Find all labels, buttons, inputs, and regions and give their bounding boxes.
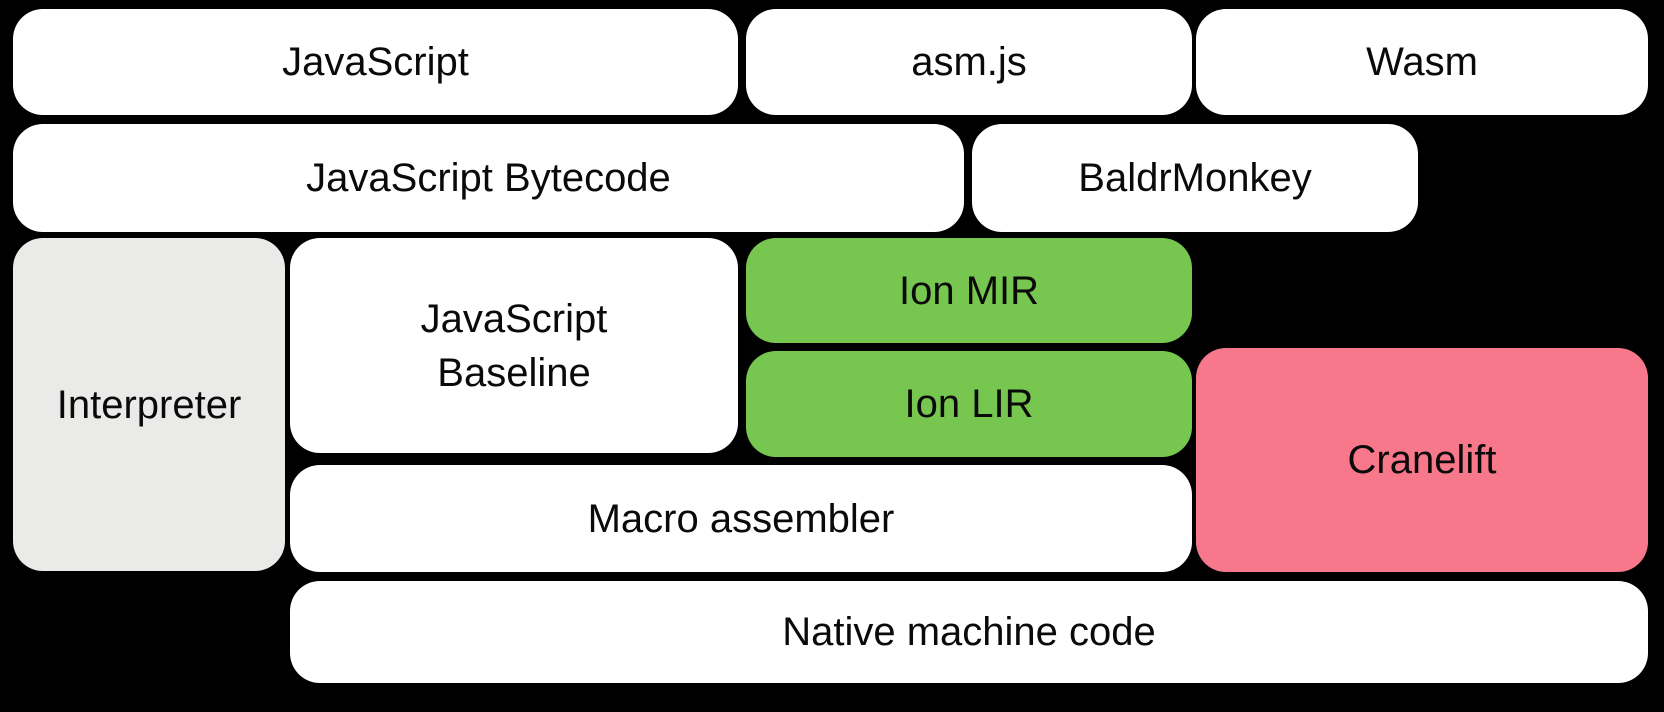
- node-cranelift: Cranelift: [1196, 348, 1648, 572]
- node-baldrmonkey: BaldrMonkey: [972, 124, 1418, 232]
- node-asmjs: asm.js: [746, 9, 1192, 115]
- node-ion-lir: Ion LIR: [746, 351, 1192, 457]
- node-wasm: Wasm: [1196, 9, 1648, 115]
- node-javascript: JavaScript: [13, 9, 738, 115]
- node-javascript-bytecode: JavaScript Bytecode: [13, 124, 964, 232]
- node-interpreter: Interpreter: [13, 238, 285, 571]
- node-javascript-baseline: JavaScript Baseline: [290, 238, 738, 453]
- node-native-machine-code: Native machine code: [290, 581, 1648, 683]
- node-ion-mir: Ion MIR: [746, 238, 1192, 343]
- node-macro-assembler: Macro assembler: [290, 465, 1192, 572]
